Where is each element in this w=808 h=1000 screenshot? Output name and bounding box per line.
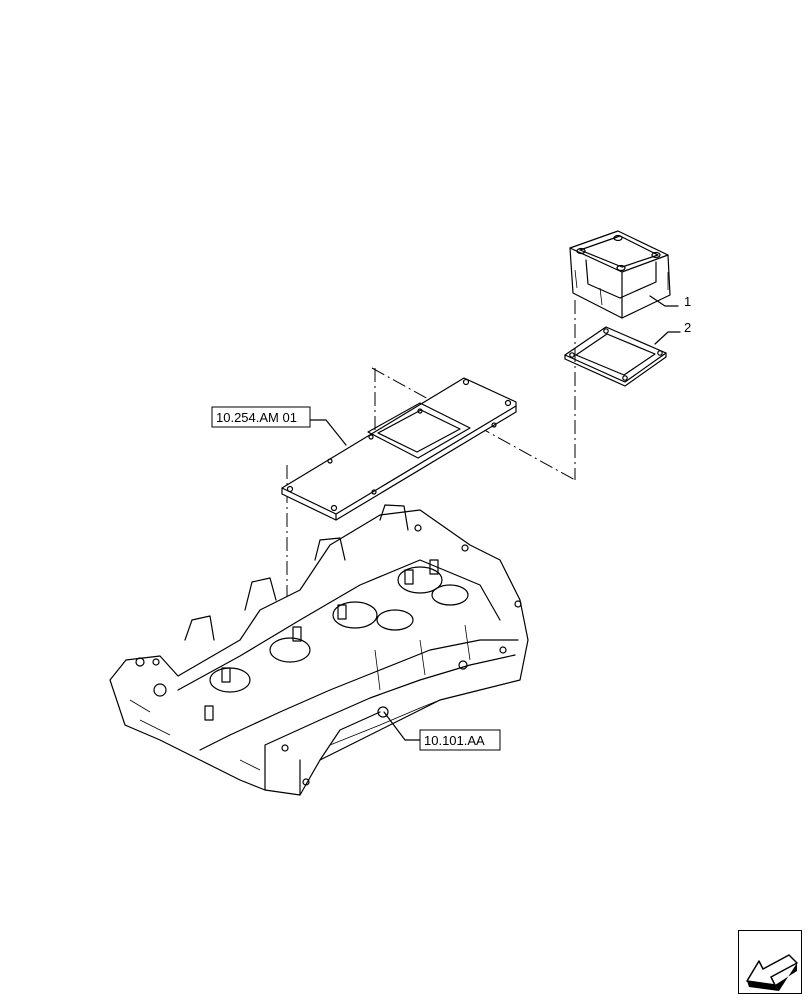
ref-label-head[interactable]: 10.101.AA [424, 733, 485, 748]
callout-label-1[interactable]: 1 [684, 294, 691, 309]
previous-page-button[interactable] [738, 930, 802, 994]
arrow-previous-icon [746, 954, 798, 991]
cover-cap-part[interactable] [569, 230, 671, 319]
cylinder-head-assembly[interactable] [109, 504, 529, 796]
ref-box-cover[interactable] [211, 406, 311, 428]
ref-label-cover[interactable]: 10.254.AM 01 [216, 410, 297, 425]
intake-cover-plate[interactable] [281, 377, 517, 521]
callout-label-2[interactable]: 2 [684, 320, 691, 335]
leader-line-1 [649, 295, 679, 307]
leader-line-head [383, 711, 421, 741]
gasket-part[interactable] [564, 326, 667, 387]
leader-line-cover [309, 419, 347, 446]
leader-line-2 [654, 331, 681, 345]
ref-box-head[interactable] [419, 729, 501, 751]
